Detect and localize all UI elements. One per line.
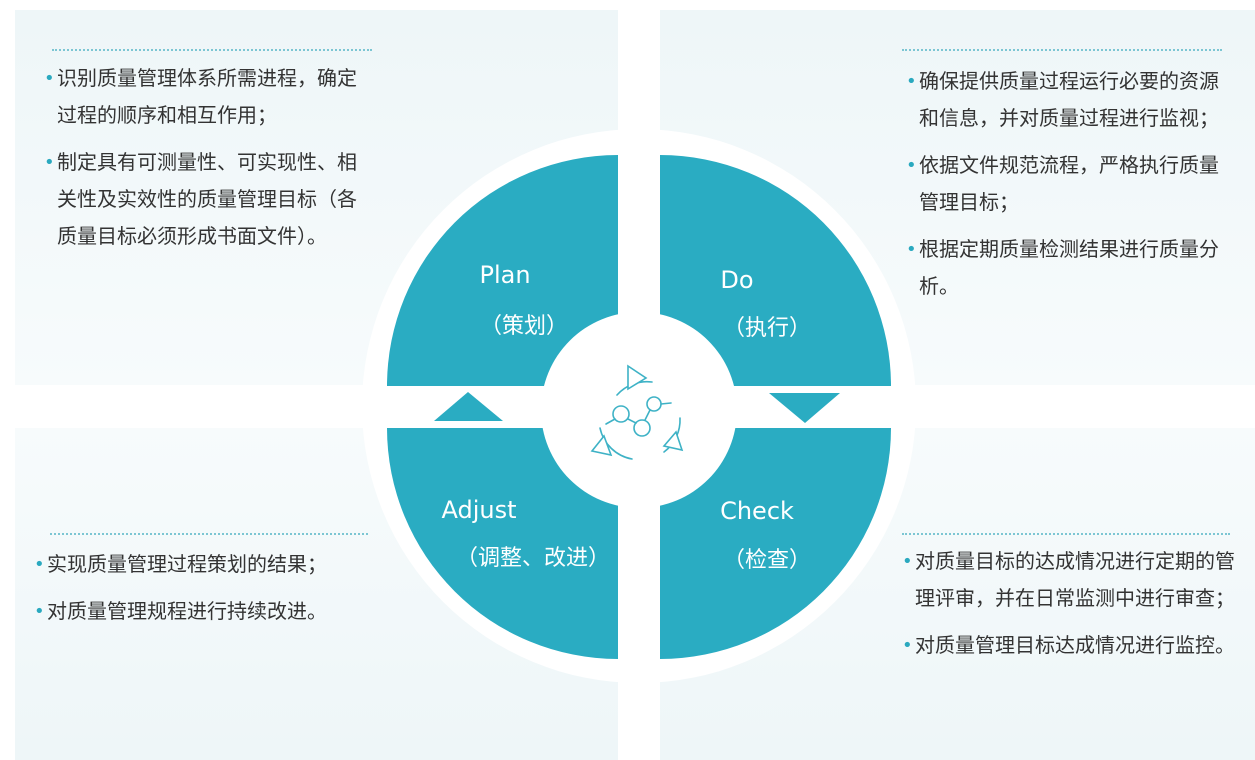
plan-divider	[52, 49, 372, 51]
center-hub	[541, 312, 737, 508]
check-item: •对质量管理目标达成情况进行监控。	[902, 627, 1236, 664]
do-item: •确保提供质量过程运行必要的资源和信息，并对质量过程进行监视；	[906, 63, 1234, 137]
adjust-title: Adjust	[441, 496, 516, 524]
do-subtitle: （执行）	[723, 316, 811, 341]
adjust-divider	[50, 533, 368, 535]
adjust-list: •实现质量管理过程策划的结果； •对质量管理规程进行持续改进。	[34, 546, 394, 630]
bullet-icon: •	[34, 554, 45, 575]
check-list: •对质量目标的达成情况进行定期的管理评审，并在日常监测中进行审查； •对质量管理…	[902, 543, 1236, 664]
bullet-icon: •	[906, 155, 917, 176]
adjust-subtitle: （调整、改进）	[456, 546, 610, 571]
do-quadrant	[660, 155, 891, 386]
bullet-icon: •	[906, 239, 917, 260]
do-list: •确保提供质量过程运行必要的资源和信息，并对质量过程进行监视； •依据文件规范流…	[906, 63, 1234, 305]
check-subtitle: （检查）	[723, 548, 811, 573]
adjust-item: •对质量管理规程进行持续改进。	[34, 593, 394, 630]
plan-item: •制定具有可测量性、可实现性、相关性及实效性的质量管理目标（各质量目标必须形成书…	[44, 144, 372, 255]
plan-title: Plan	[479, 261, 530, 289]
bullet-icon: •	[44, 152, 55, 173]
check-divider	[902, 533, 1230, 535]
check-quadrant	[660, 428, 891, 659]
adjust-item: •实现质量管理过程策划的结果；	[34, 546, 394, 583]
cycle-network-icon	[590, 364, 684, 460]
bullet-icon: •	[902, 635, 913, 656]
bullet-icon: •	[906, 71, 917, 92]
check-title: Check	[720, 497, 794, 525]
down-arrow-icon	[769, 393, 840, 423]
up-arrow-icon	[434, 392, 503, 421]
do-title: Do	[720, 266, 753, 294]
bullet-icon: •	[902, 551, 913, 572]
adjust-quadrant	[387, 428, 618, 659]
bullet-icon: •	[44, 68, 55, 89]
do-item: •根据定期质量检测结果进行质量分析。	[906, 231, 1234, 305]
plan-subtitle: （策划）	[480, 314, 568, 339]
plan-quadrant	[387, 155, 618, 386]
plan-list: •识别质量管理体系所需进程，确定过程的顺序和相互作用； •制定具有可测量性、可实…	[44, 60, 372, 255]
plan-item: •识别质量管理体系所需进程，确定过程的顺序和相互作用；	[44, 60, 372, 134]
check-item: •对质量目标的达成情况进行定期的管理评审，并在日常监测中进行审查；	[902, 543, 1236, 617]
bullet-icon: •	[34, 601, 45, 622]
do-item: •依据文件规范流程，严格执行质量管理目标；	[906, 147, 1234, 221]
do-divider	[902, 49, 1222, 51]
